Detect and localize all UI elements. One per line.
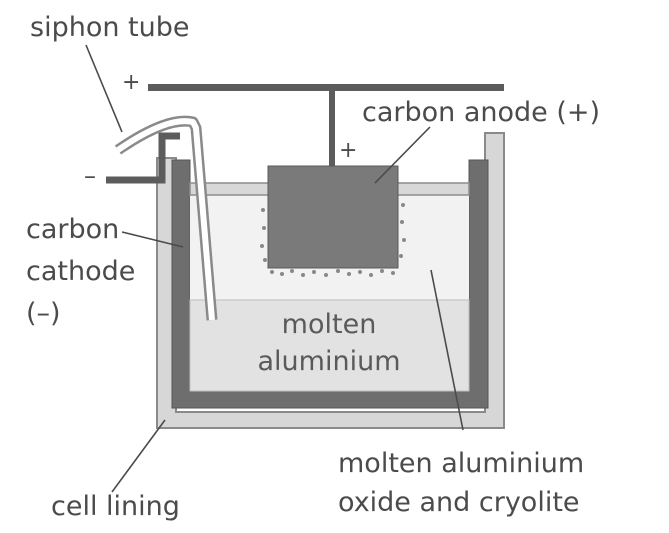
- molten-aluminium-label-line-2: aluminium: [257, 346, 401, 377]
- electrolyte-label-line-2: oxide and cryolite: [338, 487, 580, 518]
- cathode-connector: [106, 132, 180, 184]
- carbon-cathode-label-line-3: (–): [26, 298, 61, 329]
- leader-lines: [85, 44, 464, 493]
- anode-busbar: [148, 84, 504, 91]
- anode-plus-sign: +: [339, 138, 358, 163]
- molten-aluminium-layer: [189, 299, 470, 392]
- carbon-anode-label: carbon anode (+): [362, 97, 601, 128]
- carbon-cathode-label-line-2: cathode: [26, 256, 136, 287]
- siphon-tube-label: siphon tube: [30, 12, 190, 43]
- carbon-cathode-label-line-1: carbon: [26, 214, 120, 245]
- anode-rod: [329, 88, 335, 166]
- cathode-minus-sign: –: [84, 162, 96, 190]
- carbon-anode: [267, 165, 399, 269]
- cell-lining-label: cell lining: [51, 491, 180, 522]
- molten-aluminium-label-line-1: molten: [281, 309, 377, 340]
- busbar-plus-sign: +: [122, 70, 141, 95]
- electrolyte-label-line-1: molten aluminium: [338, 448, 585, 479]
- gas-bubbles: [260, 203, 406, 277]
